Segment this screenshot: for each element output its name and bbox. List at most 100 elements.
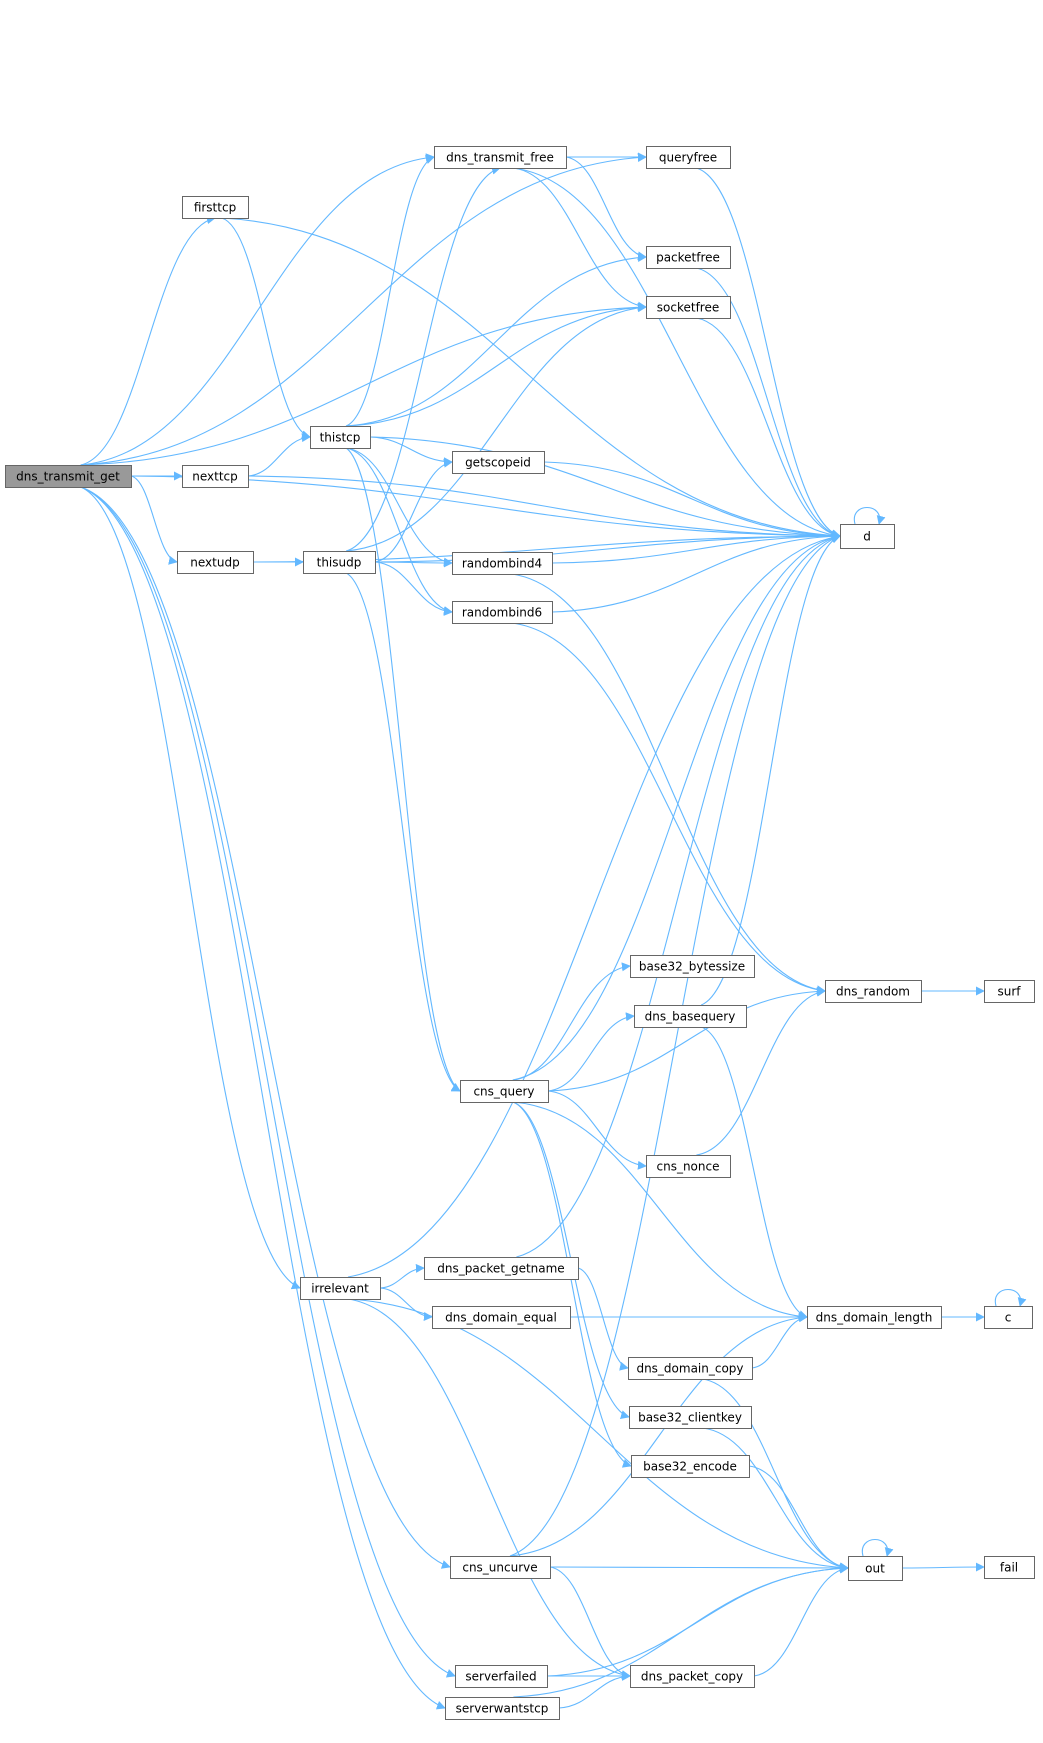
node-label: base32_encode	[643, 1460, 737, 1474]
node-cns-uncurve[interactable]: cns_uncurve	[450, 1556, 551, 1579]
edge-cns-uncurve-to-out	[549, 1563, 849, 1573]
node-cns-query[interactable]: cns_query	[460, 1080, 549, 1103]
node-surf[interactable]: surf	[984, 980, 1035, 1003]
edge-dns-transmit-get-to-irrelevant	[80, 486, 301, 1290]
node-box	[450, 1556, 551, 1579]
node-dns-transmit-get[interactable]: dns_transmit_get	[5, 465, 132, 488]
node-base32-encode[interactable]: base32_encode	[631, 1455, 750, 1478]
node-socketfree[interactable]: socketfree	[646, 296, 731, 319]
node-label: queryfree	[659, 151, 717, 165]
edge-cns-uncurve-to-dns-packet-copy	[549, 1566, 631, 1680]
node-label: nextudp	[190, 556, 239, 570]
node-dns-domain-copy[interactable]: dns_domain_copy	[628, 1357, 753, 1380]
edge-thisudp-to-randombind6	[374, 561, 453, 616]
node-thistcp[interactable]: thistcp	[310, 426, 371, 449]
node-label: serverwantstcp	[456, 1702, 549, 1716]
edge-socketfree-to-d	[696, 317, 841, 540]
node-label: dns_basequery	[645, 1010, 736, 1024]
node-label: dns_transmit_get	[16, 470, 120, 484]
node-box	[646, 1155, 731, 1178]
edge-dns-transmit-get-to-serverfailed	[80, 486, 456, 1678]
edge-thisudp-to-getscopeid	[374, 458, 453, 563]
edge-d-to-d	[853, 506, 886, 525]
node-dns-domain-length[interactable]: dns_domain_length	[807, 1306, 942, 1329]
node-nexttcp[interactable]: nexttcp	[182, 465, 249, 488]
node-label: dns_domain_length	[816, 1311, 933, 1325]
node-cns-nonce[interactable]: cns_nonce	[646, 1155, 731, 1178]
node-queryfree[interactable]: queryfree	[646, 146, 731, 169]
node-box	[452, 451, 545, 474]
node-box	[182, 196, 249, 219]
edge-dns-packet-getname-to-dns-domain-copy	[577, 1267, 629, 1371]
node-box	[300, 1277, 381, 1300]
node-nextudp[interactable]: nextudp	[177, 551, 254, 574]
edge-cns-query-to-dns-domain-length	[512, 1101, 808, 1321]
edge-irrelevant-to-dns-packet-copy	[347, 1298, 631, 1680]
node-base32-clientkey[interactable]: base32_clientkey	[629, 1406, 752, 1429]
edge-cns-query-to-d	[512, 533, 841, 1081]
node-label: fail	[1000, 1561, 1018, 1575]
edge-getscopeid-to-d	[543, 461, 841, 541]
edge-c-to-c	[994, 1288, 1027, 1307]
node-d[interactable]: d	[840, 524, 895, 549]
node-serverfailed[interactable]: serverfailed	[455, 1665, 548, 1688]
node-label: thisudp	[317, 556, 362, 570]
node-packetfree[interactable]: packetfree	[646, 246, 731, 269]
edge-out-to-fail	[901, 1562, 985, 1572]
node-c[interactable]: c	[984, 1306, 1033, 1329]
edge-dns-transmit-get-to-queryfree	[80, 153, 647, 466]
edge-dns-basequery-to-dns-domain-length	[701, 1026, 808, 1319]
edge-thisudp-to-dns-transmit-free	[346, 165, 501, 552]
node-fail[interactable]: fail	[984, 1556, 1035, 1579]
node-box	[840, 524, 895, 549]
node-box	[848, 1556, 903, 1581]
node-label: out	[865, 1562, 885, 1576]
edge-cns-query-to-cns-nonce	[547, 1090, 647, 1170]
edge-randombind6-to-d	[551, 531, 841, 613]
node-box	[432, 1306, 571, 1329]
node-box	[646, 146, 731, 169]
edge-dns-transmit-free-to-d	[513, 167, 841, 540]
node-thisudp[interactable]: thisudp	[303, 551, 376, 574]
node-label: getscopeid	[465, 456, 531, 470]
node-box	[177, 551, 254, 574]
edge-nexttcp-to-d	[247, 475, 841, 541]
node-getscopeid[interactable]: getscopeid	[452, 451, 545, 474]
edge-cns-query-to-base32-encode	[512, 1101, 632, 1468]
node-label: base32_bytessize	[639, 960, 745, 974]
node-box	[628, 1357, 753, 1380]
edge-dns-transmit-get-to-nextudp	[130, 475, 178, 565]
edge-dns-basequery-to-d	[701, 534, 841, 1006]
node-randombind4[interactable]: randombind4	[452, 552, 553, 575]
node-serverwantstcp[interactable]: serverwantstcp	[445, 1697, 560, 1720]
node-dns-basequery[interactable]: dns_basequery	[634, 1005, 747, 1028]
node-box	[984, 980, 1035, 1003]
node-irrelevant[interactable]: irrelevant	[300, 1277, 381, 1300]
node-dns-domain-equal[interactable]: dns_domain_equal	[432, 1306, 571, 1329]
node-box	[182, 465, 249, 488]
node-box	[825, 980, 922, 1003]
node-box	[807, 1306, 942, 1329]
node-randombind6[interactable]: randombind6	[452, 601, 553, 624]
node-dns-packet-getname[interactable]: dns_packet_getname	[424, 1257, 579, 1280]
edge-irrelevant-to-dns-packet-getname	[379, 1263, 425, 1289]
node-dns-random[interactable]: dns_random	[825, 980, 922, 1003]
edge-irrelevant-to-d	[347, 532, 841, 1278]
node-label: dns_domain_copy	[636, 1362, 743, 1376]
node-dns-packet-copy[interactable]: dns_packet_copy	[630, 1665, 755, 1688]
edge-randombind4-to-d	[551, 531, 841, 564]
edge-randombind6-to-dns-random	[511, 622, 826, 995]
edge-irrelevant-to-dns-domain-equal	[379, 1287, 433, 1321]
node-label: base32_clientkey	[638, 1411, 742, 1425]
node-out[interactable]: out	[848, 1556, 903, 1581]
node-label: packetfree	[656, 251, 720, 265]
edge-thistcp-to-getscopeid	[369, 436, 453, 467]
node-dns-transmit-free[interactable]: dns_transmit_free	[434, 146, 567, 169]
node-box	[310, 426, 371, 449]
node-box	[634, 1005, 747, 1028]
node-firsttcp[interactable]: firsttcp	[182, 196, 249, 219]
node-box	[631, 1455, 750, 1478]
node-base32-bytessize[interactable]: base32_bytessize	[630, 955, 755, 978]
edge-queryfree-to-d	[696, 167, 841, 539]
